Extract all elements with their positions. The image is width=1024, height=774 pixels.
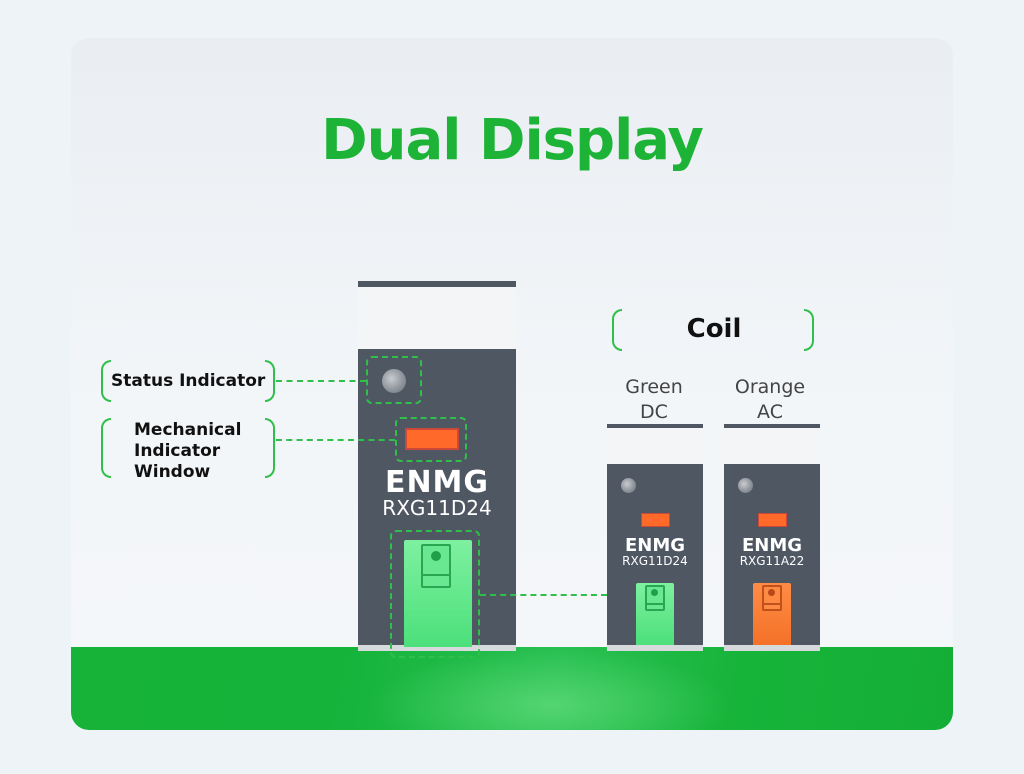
bracket-right bbox=[265, 418, 275, 478]
status-indicator-led bbox=[738, 478, 753, 493]
test-lever-tab[interactable] bbox=[636, 583, 674, 645]
relay-top-cap bbox=[358, 281, 516, 349]
window-connector-line bbox=[276, 439, 395, 441]
coil-orange-line1: Orange bbox=[734, 376, 806, 398]
mechanical-indicator-window bbox=[641, 513, 670, 527]
status-indicator-led bbox=[382, 369, 406, 393]
relay-top-cap bbox=[607, 424, 703, 464]
status-indicator-highlight bbox=[366, 356, 422, 404]
coil-green-label: Green DC bbox=[604, 375, 704, 425]
relay-base bbox=[358, 645, 516, 651]
model-number: RXG11D24 bbox=[382, 496, 492, 520]
coil-green-line2: DC bbox=[640, 401, 668, 423]
bracket-left bbox=[612, 309, 622, 351]
model-number: RXG11A22 bbox=[739, 554, 805, 568]
brand-logo: ENMG bbox=[741, 535, 803, 556]
tab-connector-line bbox=[480, 594, 607, 596]
window-highlight bbox=[395, 417, 467, 462]
coil-heading: Coil bbox=[686, 314, 742, 344]
mechanical-indicator-window bbox=[758, 513, 787, 527]
bracket-left bbox=[101, 360, 111, 402]
floor-highlight bbox=[371, 647, 731, 730]
mechanical-indicator-window bbox=[405, 428, 459, 450]
mechanical-label-line2: Indicator bbox=[134, 441, 221, 461]
page-title: Dual Display bbox=[321, 108, 704, 173]
coil-green-line1: Green bbox=[625, 376, 683, 398]
relay-top-cap bbox=[724, 424, 820, 464]
status-indicator-label: Status Indicator bbox=[111, 371, 266, 391]
bracket-right bbox=[265, 360, 275, 402]
brand-logo: ENMG bbox=[384, 465, 490, 500]
tab-highlight bbox=[390, 530, 480, 658]
model-number: RXG11D24 bbox=[622, 554, 688, 568]
test-lever-tab[interactable] bbox=[404, 540, 472, 647]
mechanical-label-line1: Mechanical bbox=[134, 420, 242, 440]
coil-orange-label: Orange AC bbox=[720, 375, 820, 425]
test-lever-tab[interactable] bbox=[753, 583, 791, 645]
status-indicator-led bbox=[621, 478, 636, 493]
relay-base bbox=[607, 645, 703, 651]
coil-orange-line2: AC bbox=[757, 401, 783, 423]
mechanical-label-line3: Window bbox=[134, 462, 211, 482]
bracket-right bbox=[804, 309, 814, 351]
brand-logo: ENMG bbox=[624, 535, 686, 556]
bracket-left bbox=[101, 418, 111, 478]
status-connector-line bbox=[276, 380, 366, 382]
relay-base bbox=[724, 645, 820, 651]
